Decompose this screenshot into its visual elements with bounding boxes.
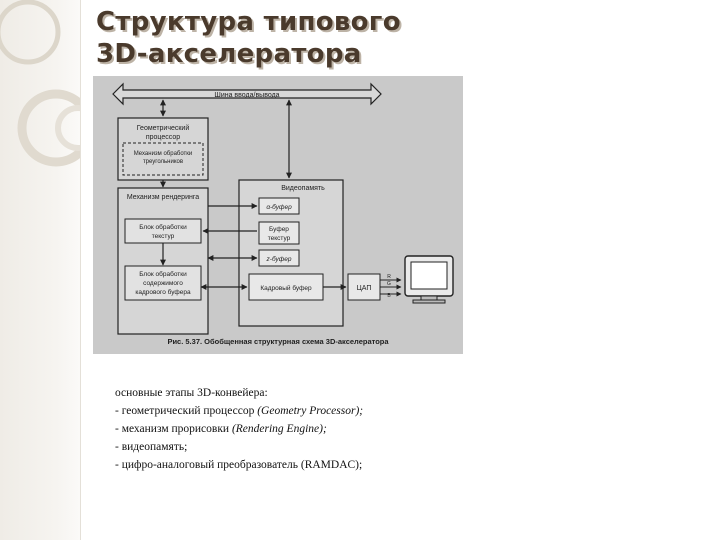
notes-heading: основные этапы 3D-конвейера: <box>115 387 268 399</box>
frame-buffer-label: Кадровый буфер <box>260 284 312 292</box>
b-label: B <box>387 293 391 299</box>
triangle-unit-line2: треугольников <box>143 159 183 165</box>
io-bus-label: Шина ввода/вывода <box>214 92 279 99</box>
framebuffer-unit-box <box>124 265 202 301</box>
framebuffer-unit-line1: Блок обработки <box>139 270 187 278</box>
accelerator-diagram: Шина ввода/вывода Геометрический процесс… <box>93 76 463 354</box>
diagram-svg: Шина ввода/вывода Геометрический процесс… <box>112 82 454 346</box>
slide-title-line2: 3D-акселератора <box>96 39 362 69</box>
z-buffer-label: z-буфер <box>266 255 292 263</box>
notes-item-ramdac: - цифро-аналоговый преобразователь (RAMD… <box>115 459 363 471</box>
dac-box <box>347 273 381 301</box>
texture-buffer-line1: Буфер <box>269 226 289 233</box>
texture-unit-line1: Блок обработки <box>139 223 187 231</box>
figure-caption: Рис. 5.37. Обобщенная структурная схема … <box>167 337 389 346</box>
framebuffer-unit-line3: кадрового буфера <box>135 288 191 296</box>
framebuffer-unit-line2: содержимого <box>143 280 183 287</box>
render-engine-label: Механизм рендеринга <box>127 194 199 201</box>
pipeline-notes: основные этапы 3D-конвейера: - геометрич… <box>115 384 363 474</box>
decorative-sidebar <box>0 0 101 540</box>
sidebar-divider <box>80 0 81 540</box>
alpha-buffer-label: α-буфер <box>266 203 292 211</box>
slide-title-line1: Структура типового <box>96 7 401 37</box>
dac-label: ЦАП <box>357 285 372 292</box>
geometry-processor-line1: Геометрический <box>137 124 190 132</box>
notes-item-videomemory: - видеопамять; <box>115 441 188 453</box>
io-bus-arrow <box>112 82 382 106</box>
g-label: G <box>387 281 391 287</box>
texture-unit-line2: текстур <box>152 233 175 240</box>
notes-item-rendering: - механизм прорисовки (Rendering Engine)… <box>115 423 327 435</box>
notes-item-geometry: - геометрический процессор (Geometry Pro… <box>115 405 364 417</box>
texture-buffer-line2: текстур <box>268 235 291 242</box>
texture-buffer-box <box>258 221 300 245</box>
video-memory-label: Видеопамять <box>281 185 325 192</box>
geometry-processor-line2: процессор <box>146 134 180 141</box>
z-buffer-box <box>258 249 300 267</box>
triangle-unit-box <box>122 142 204 176</box>
monitor-icon <box>404 255 454 304</box>
r-label: R <box>387 274 391 280</box>
alpha-buffer-box <box>258 197 300 215</box>
slide-title: Структура типового 3D-акселератора <box>96 6 401 70</box>
decorative-rings <box>0 0 101 167</box>
triangle-unit-line1: Механизм обработки <box>134 151 193 157</box>
